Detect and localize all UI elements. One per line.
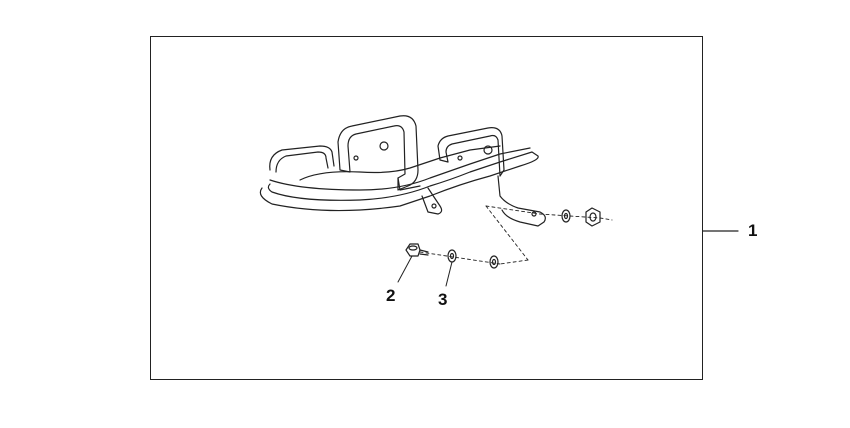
hardware-guides: [419, 205, 613, 265]
callout-label-2: 2: [386, 286, 396, 305]
bracket-plate-right: [437, 127, 505, 177]
flat-washer-part: [489, 255, 499, 269]
leader-line-2: [397, 255, 413, 283]
right-nut: [585, 207, 601, 227]
lock-washer-part: [447, 249, 457, 263]
tube-rail: [259, 145, 546, 227]
callout-label-3: 3: [438, 290, 448, 309]
leader-line-3: [445, 261, 453, 287]
diagram-frame: [150, 36, 703, 380]
bracket-plate-left: [337, 115, 421, 191]
callout-label-1: 1: [748, 221, 758, 240]
right-washer: [561, 209, 571, 223]
bolt-part: [405, 243, 429, 257]
